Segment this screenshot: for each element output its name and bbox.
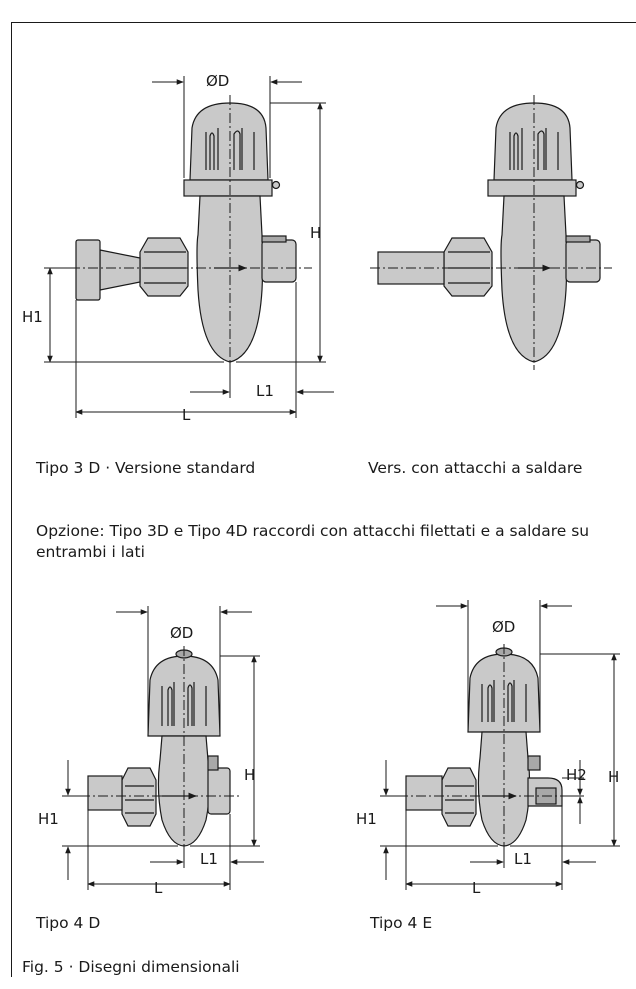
frame-top-border xyxy=(11,22,636,23)
label-od-4d: ØD xyxy=(170,624,193,642)
label-od-4e: ØD xyxy=(492,618,515,636)
label-h1-4d: H1 xyxy=(38,810,59,828)
label-h1-4e: H1 xyxy=(356,810,377,828)
frame-left-border xyxy=(11,22,12,977)
figure-caption: Fig. 5 · Disegni dimensionali xyxy=(22,958,240,976)
dims-4e xyxy=(380,600,620,890)
caption-type-3d-standard: Tipo 3 D · Versione standard xyxy=(36,459,256,477)
label-h-4e: H xyxy=(608,768,619,786)
label-h1-top-left: H1 xyxy=(22,308,43,326)
valve-4e xyxy=(405,647,563,847)
label-od-top-left: ØD xyxy=(206,72,229,90)
label-l-top-left: L xyxy=(182,406,191,424)
label-l1-4e: L1 xyxy=(514,850,532,868)
dims-4d xyxy=(62,606,264,890)
label-l1-top-left: L1 xyxy=(256,382,274,400)
valve-3d-standard xyxy=(75,102,297,363)
label-h2-4e: H2 xyxy=(566,766,587,784)
caption-weld-version: Vers. con attacchi a saldare xyxy=(368,459,583,477)
caption-type-4d: Tipo 4 D xyxy=(36,914,101,932)
caption-option-note: Opzione: Tipo 3D e Tipo 4D raccordi con … xyxy=(36,522,590,561)
centerlines-3d-weld xyxy=(370,95,612,370)
label-h-top-left: H xyxy=(310,224,321,242)
caption-type-4e: Tipo 4 E xyxy=(370,914,433,932)
valve-3d-weld xyxy=(377,102,601,363)
valve-4d xyxy=(87,649,231,847)
label-h-4d: H xyxy=(244,766,255,784)
label-l1-4d: L1 xyxy=(200,850,218,868)
label-l-4e: L xyxy=(472,879,481,897)
dims-3d-standard xyxy=(44,76,334,418)
label-l-4d: L xyxy=(154,879,163,897)
